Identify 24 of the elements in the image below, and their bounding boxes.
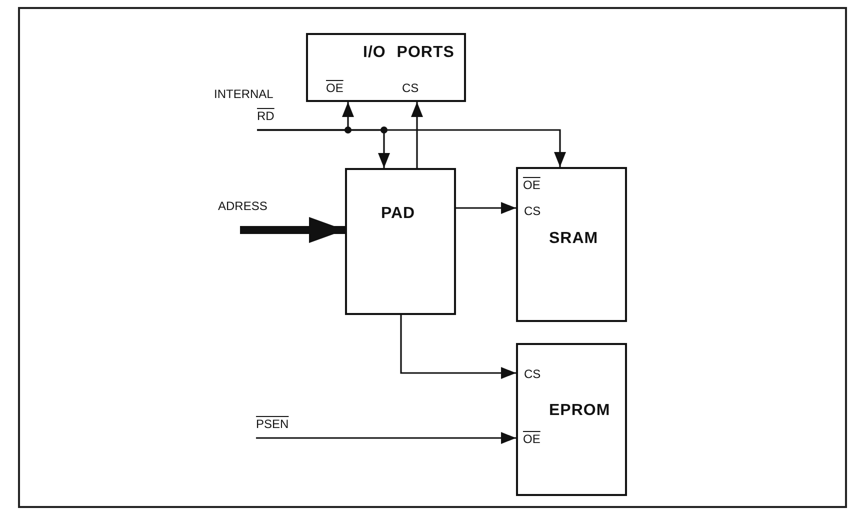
arrow (257, 129, 566, 167)
arrow (456, 202, 516, 214)
pin-label: OE (326, 82, 344, 94)
signal-name: RD (257, 110, 274, 122)
arrow (400, 315, 516, 379)
chip-box (345, 168, 456, 315)
signal-name: INTERNAL (214, 88, 274, 100)
pin-label: OE (523, 433, 540, 445)
chip-name: PAD (381, 206, 416, 222)
pin-label: CS (524, 368, 541, 380)
pin-label: OE (523, 179, 540, 191)
pin-label: CS (402, 82, 419, 94)
pin-label: CS (524, 205, 541, 217)
chip-box (306, 33, 466, 102)
signal-name: ADRESS (218, 200, 268, 212)
chip-name: EPROM (549, 403, 610, 419)
chip-name: SRAM (549, 231, 598, 247)
chip-box (516, 167, 627, 322)
chip-name: I/O PORTS (363, 45, 454, 61)
signal-name: PSEN (256, 418, 289, 430)
arrow (240, 217, 345, 243)
arrow (411, 102, 423, 168)
arrow (256, 432, 516, 444)
chip-box (516, 343, 627, 496)
